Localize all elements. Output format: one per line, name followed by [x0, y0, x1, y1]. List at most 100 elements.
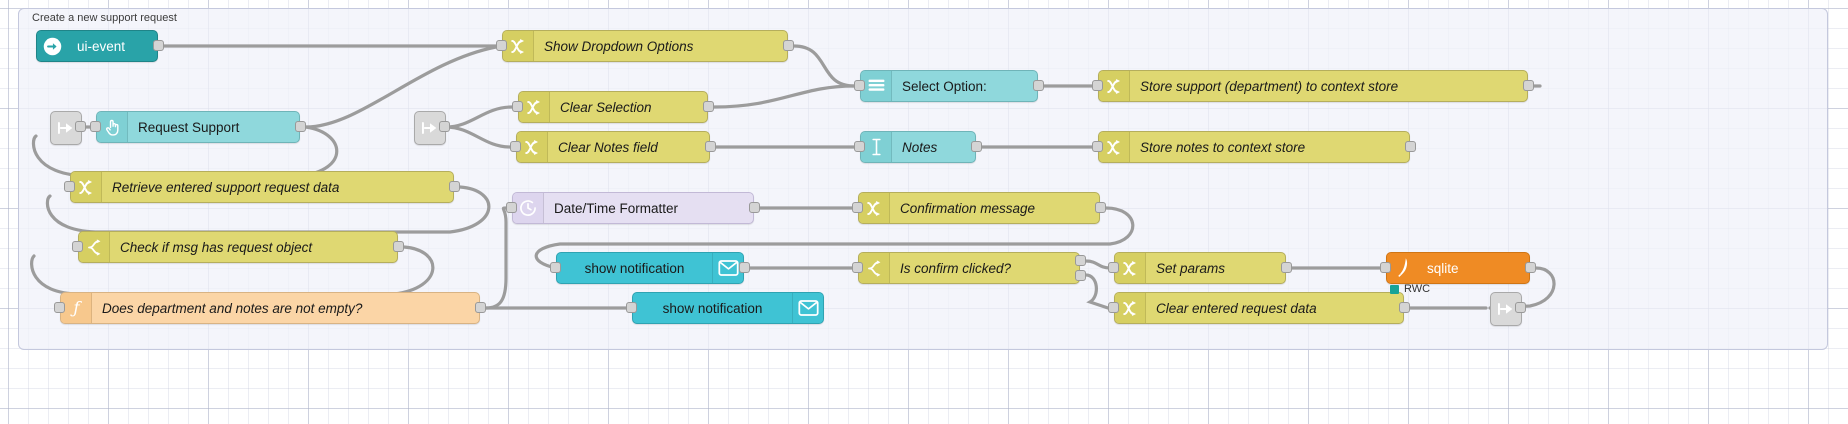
- wire: [792, 44, 856, 88]
- node-output-port[interactable]: [783, 40, 794, 51]
- node-input-port[interactable]: [90, 121, 101, 132]
- node-clear-notes[interactable]: Clear Notes field: [516, 131, 710, 163]
- node-sqlite[interactable]: sqlite: [1386, 252, 1530, 284]
- wire: [1084, 259, 1112, 270]
- change-icon: [1115, 253, 1146, 283]
- node-output-port[interactable]: [393, 241, 404, 252]
- node-input-port[interactable]: [852, 262, 863, 273]
- node-input-port[interactable]: [496, 40, 507, 51]
- link-out-icon: [1496, 299, 1516, 319]
- node-output-port[interactable]: [703, 101, 714, 112]
- node-input-port[interactable]: [72, 241, 83, 252]
- node-output-port[interactable]: [739, 262, 750, 273]
- wire: [444, 105, 514, 129]
- node-input-port[interactable]: [626, 302, 637, 313]
- node-output-port[interactable]: [1075, 255, 1086, 266]
- clock-icon: [513, 193, 544, 223]
- change-icon: [1099, 132, 1130, 162]
- node-notify-confirm[interactable]: show notification: [556, 252, 744, 284]
- node-output-port[interactable]: [1075, 270, 1086, 281]
- envelope-icon: [712, 253, 743, 283]
- node-input-port[interactable]: [1380, 262, 1391, 273]
- node-request-support[interactable]: Request Support: [96, 111, 300, 143]
- node-is-confirm[interactable]: Is confirm clicked?: [858, 252, 1080, 284]
- node-output-port[interactable]: [705, 141, 716, 152]
- node-notes[interactable]: Notes: [860, 131, 976, 163]
- node-label: Set params: [1156, 260, 1226, 276]
- node-input-port[interactable]: [550, 262, 561, 273]
- node-input-port[interactable]: [854, 80, 865, 91]
- node-input-port[interactable]: [54, 302, 65, 313]
- node-notify-2[interactable]: show notification: [632, 292, 824, 324]
- node-output-port[interactable]: [1523, 80, 1534, 91]
- node-label: Request Support: [138, 119, 240, 135]
- node-label: show notification: [662, 300, 763, 316]
- node-output-port[interactable]: [971, 141, 982, 152]
- node-label: ui-event: [77, 38, 126, 54]
- change-icon: [71, 172, 102, 202]
- wire: [712, 84, 856, 109]
- node-datetime[interactable]: Date/Time Formatter: [512, 192, 754, 224]
- node-label: sqlite: [1427, 260, 1459, 276]
- node-label: Confirmation message: [900, 200, 1036, 216]
- change-icon: [859, 193, 890, 223]
- node-input-port[interactable]: [512, 101, 523, 112]
- node-input-port[interactable]: [1108, 302, 1119, 313]
- node-output-port[interactable]: [1095, 202, 1106, 213]
- node-input-port[interactable]: [1092, 80, 1103, 91]
- wire: [304, 45, 498, 129]
- node-set-params[interactable]: Set params: [1114, 252, 1286, 284]
- switch-icon: [859, 253, 890, 283]
- node-output-port[interactable]: [295, 121, 306, 132]
- node-label: Is confirm clicked?: [900, 260, 1012, 276]
- node-check-msg[interactable]: Check if msg has request object: [78, 231, 398, 263]
- node-output-port[interactable]: [1405, 141, 1416, 152]
- link-node-port[interactable]: [439, 121, 450, 132]
- node-output-port[interactable]: [1525, 262, 1536, 273]
- node-label: Retrieve entered support request data: [112, 179, 340, 195]
- node-retrieve-data[interactable]: Retrieve entered support request data: [70, 171, 454, 203]
- link-node-port[interactable]: [75, 121, 86, 132]
- node-input-port[interactable]: [854, 141, 865, 152]
- envelope-icon: [792, 293, 823, 323]
- switch-icon: [79, 232, 110, 262]
- node-output-port[interactable]: [1033, 80, 1044, 91]
- node-output-port[interactable]: [1281, 262, 1292, 273]
- link-in-icon: [420, 118, 440, 138]
- node-output-port[interactable]: [475, 302, 486, 313]
- node-label: Date/Time Formatter: [554, 200, 679, 216]
- node-clear-selection[interactable]: Clear Selection: [518, 91, 708, 123]
- node-input-port[interactable]: [506, 202, 517, 213]
- node-ui-event[interactable]: ui-event: [36, 30, 158, 62]
- change-icon: [519, 92, 550, 122]
- node-store-support[interactable]: Store support (department) to context st…: [1098, 70, 1528, 102]
- click-hand-icon: [97, 112, 128, 142]
- change-icon: [1099, 71, 1130, 101]
- node-does-dept[interactable]: ƒ Does department and notes are not empt…: [60, 292, 480, 324]
- change-icon: [503, 31, 534, 61]
- node-input-port[interactable]: [852, 202, 863, 213]
- node-input-port[interactable]: [510, 141, 521, 152]
- node-label: Show Dropdown Options: [544, 38, 694, 54]
- node-output-port[interactable]: [449, 181, 460, 192]
- node-input-port[interactable]: [1108, 262, 1119, 273]
- status-label: RWC: [1404, 283, 1431, 295]
- node-input-port[interactable]: [64, 181, 75, 192]
- link-node-port[interactable]: [1515, 302, 1526, 313]
- node-label: Notes: [902, 139, 938, 155]
- status-dot: [1390, 285, 1399, 294]
- node-store-notes[interactable]: Store notes to context store: [1098, 131, 1410, 163]
- node-output-port[interactable]: [749, 202, 760, 213]
- node-output-port[interactable]: [153, 40, 164, 51]
- node-clear-request[interactable]: Clear entered request data: [1114, 292, 1404, 324]
- feather-icon: [1387, 253, 1417, 283]
- node-show-dropdown[interactable]: Show Dropdown Options: [502, 30, 788, 62]
- change-icon: [517, 132, 548, 162]
- node-confirm-msg[interactable]: Confirmation message: [858, 192, 1100, 224]
- node-output-port[interactable]: [1399, 302, 1410, 313]
- node-select-option[interactable]: Select Option:: [860, 70, 1038, 102]
- node-input-port[interactable]: [1092, 141, 1103, 152]
- node-label: Clear Notes field: [558, 139, 658, 155]
- node-label: Does department and notes are not empty?: [102, 300, 363, 316]
